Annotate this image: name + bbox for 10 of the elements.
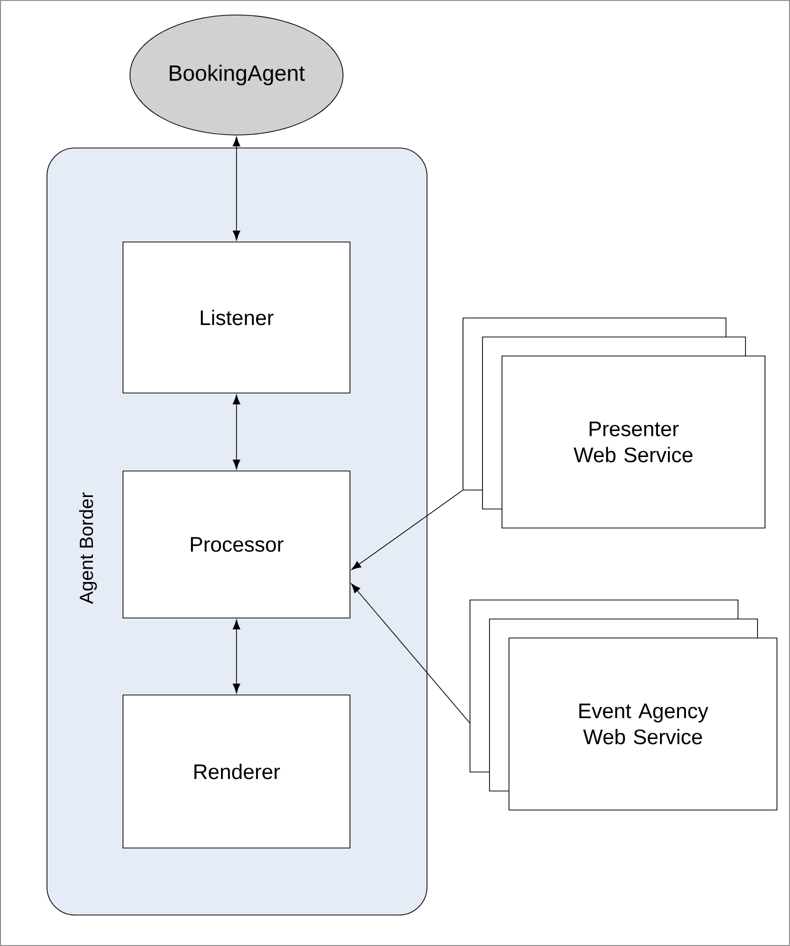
component-box: Renderer — [122, 694, 350, 848]
arrow — [351, 583, 470, 724]
arrow — [232, 136, 240, 240]
service-stack: Presenter Web Service — [462, 318, 766, 528]
arrow — [232, 620, 240, 694]
component-box: Processor — [122, 470, 350, 618]
service-stack: Event Agency Web Service — [470, 600, 778, 810]
arrow — [351, 490, 464, 570]
component-box: Listener — [122, 242, 350, 394]
arrow — [232, 394, 240, 470]
